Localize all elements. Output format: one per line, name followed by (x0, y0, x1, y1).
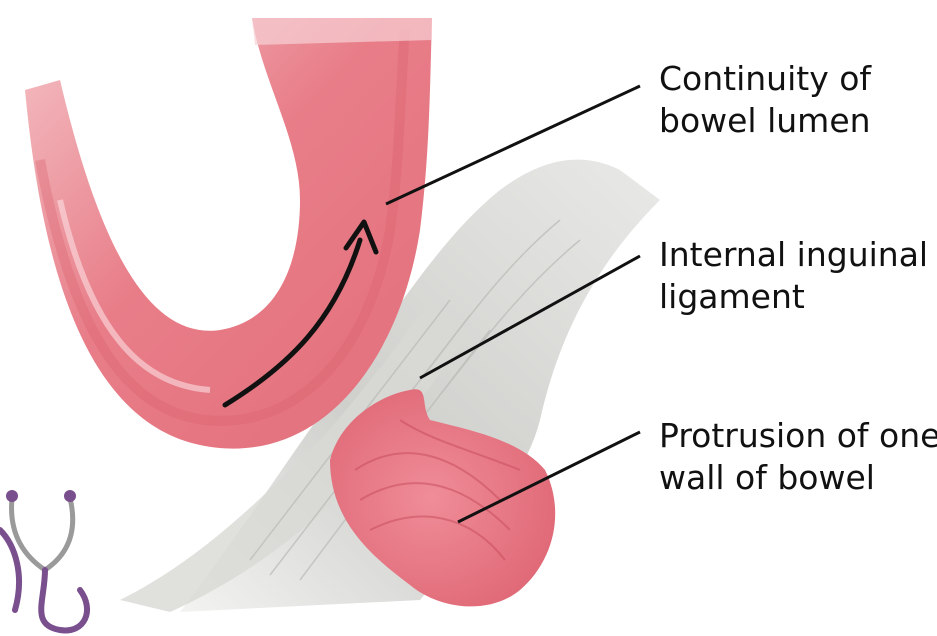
herniated-bowel-sac (330, 389, 556, 607)
leader-line-ligament (419, 254, 641, 380)
label-continuity-of-bowel-lumen: Continuity of bowel lumen (659, 58, 871, 142)
label-continuity-line2: bowel lumen (659, 101, 871, 140)
label-protrusion-line1: Protrusion of one (659, 416, 937, 455)
continuity-arrow (222, 219, 379, 408)
label-continuity-line1: Continuity of (659, 59, 872, 98)
leader-line-continuity (385, 84, 641, 206)
label-internal-inguinal-ligament: Internal inguinal ligament (659, 234, 928, 318)
label-ligament-line2: ligament (659, 277, 805, 316)
label-protrusion-line2: wall of bowel (659, 458, 875, 497)
internal-inguinal-ligament (120, 159, 660, 612)
label-protrusion-of-one-wall: Protrusion of one wall of bowel (659, 415, 937, 499)
leader-line-protrusion (457, 430, 641, 524)
stethoscope-icon (0, 490, 91, 634)
bowel-loop (25, 18, 432, 449)
label-ligament-line1: Internal inguinal (659, 235, 929, 274)
